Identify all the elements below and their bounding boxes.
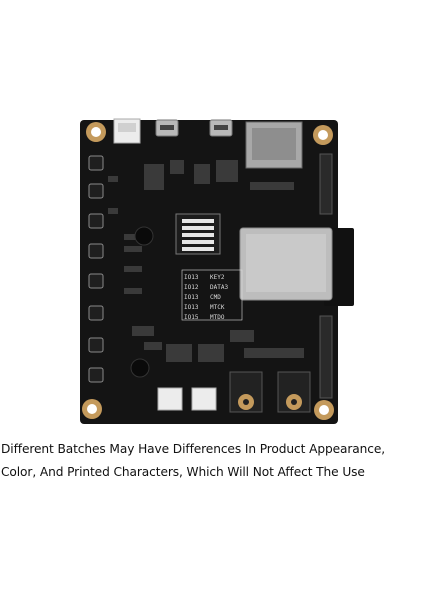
smd-components (108, 160, 304, 362)
wifi-module (239, 227, 333, 301)
pin-header-right (319, 153, 333, 399)
silk-row5-right: MTDO (210, 314, 225, 321)
power-connector (113, 118, 141, 144)
silk-row2-left: IO12 (184, 284, 199, 291)
mounting-holes (82, 122, 334, 420)
silk-row4-left: IO13 (184, 304, 199, 311)
silk-row1-right: KEY2 (210, 274, 225, 281)
silk-row1-left: IO13 (184, 274, 199, 281)
tactile-buttons (88, 155, 104, 383)
dip-switch (175, 213, 221, 255)
silkscreen-label-table: IO13 KEY2 IO12 DATA3 IO13 CMD IO13 MTCK … (181, 269, 243, 321)
microphones (130, 226, 154, 378)
silk-row5-left: IO15 (184, 314, 199, 321)
silk-row3-left: IO13 (184, 294, 199, 301)
sd-card-slot (245, 121, 303, 169)
audio-jacks (229, 371, 311, 413)
usb-port-1 (155, 119, 179, 137)
caption-line-2: Color, And Printed Characters, Which Wil… (1, 465, 365, 479)
silk-row4-right: MTCK (210, 304, 225, 311)
caption-line-1: Different Batches May Have Differences I… (1, 442, 386, 456)
product-photo: IO13 KEY2 IO12 DATA3 IO13 CMD IO13 MTCK … (80, 118, 354, 424)
silk-row2-right: DATA3 (210, 284, 228, 291)
usb-port-2 (209, 119, 233, 137)
silk-row3-right: CMD (210, 294, 221, 301)
speaker-connectors (157, 387, 217, 411)
disclaimer-caption: Different Batches May Have Differences I… (0, 438, 424, 484)
